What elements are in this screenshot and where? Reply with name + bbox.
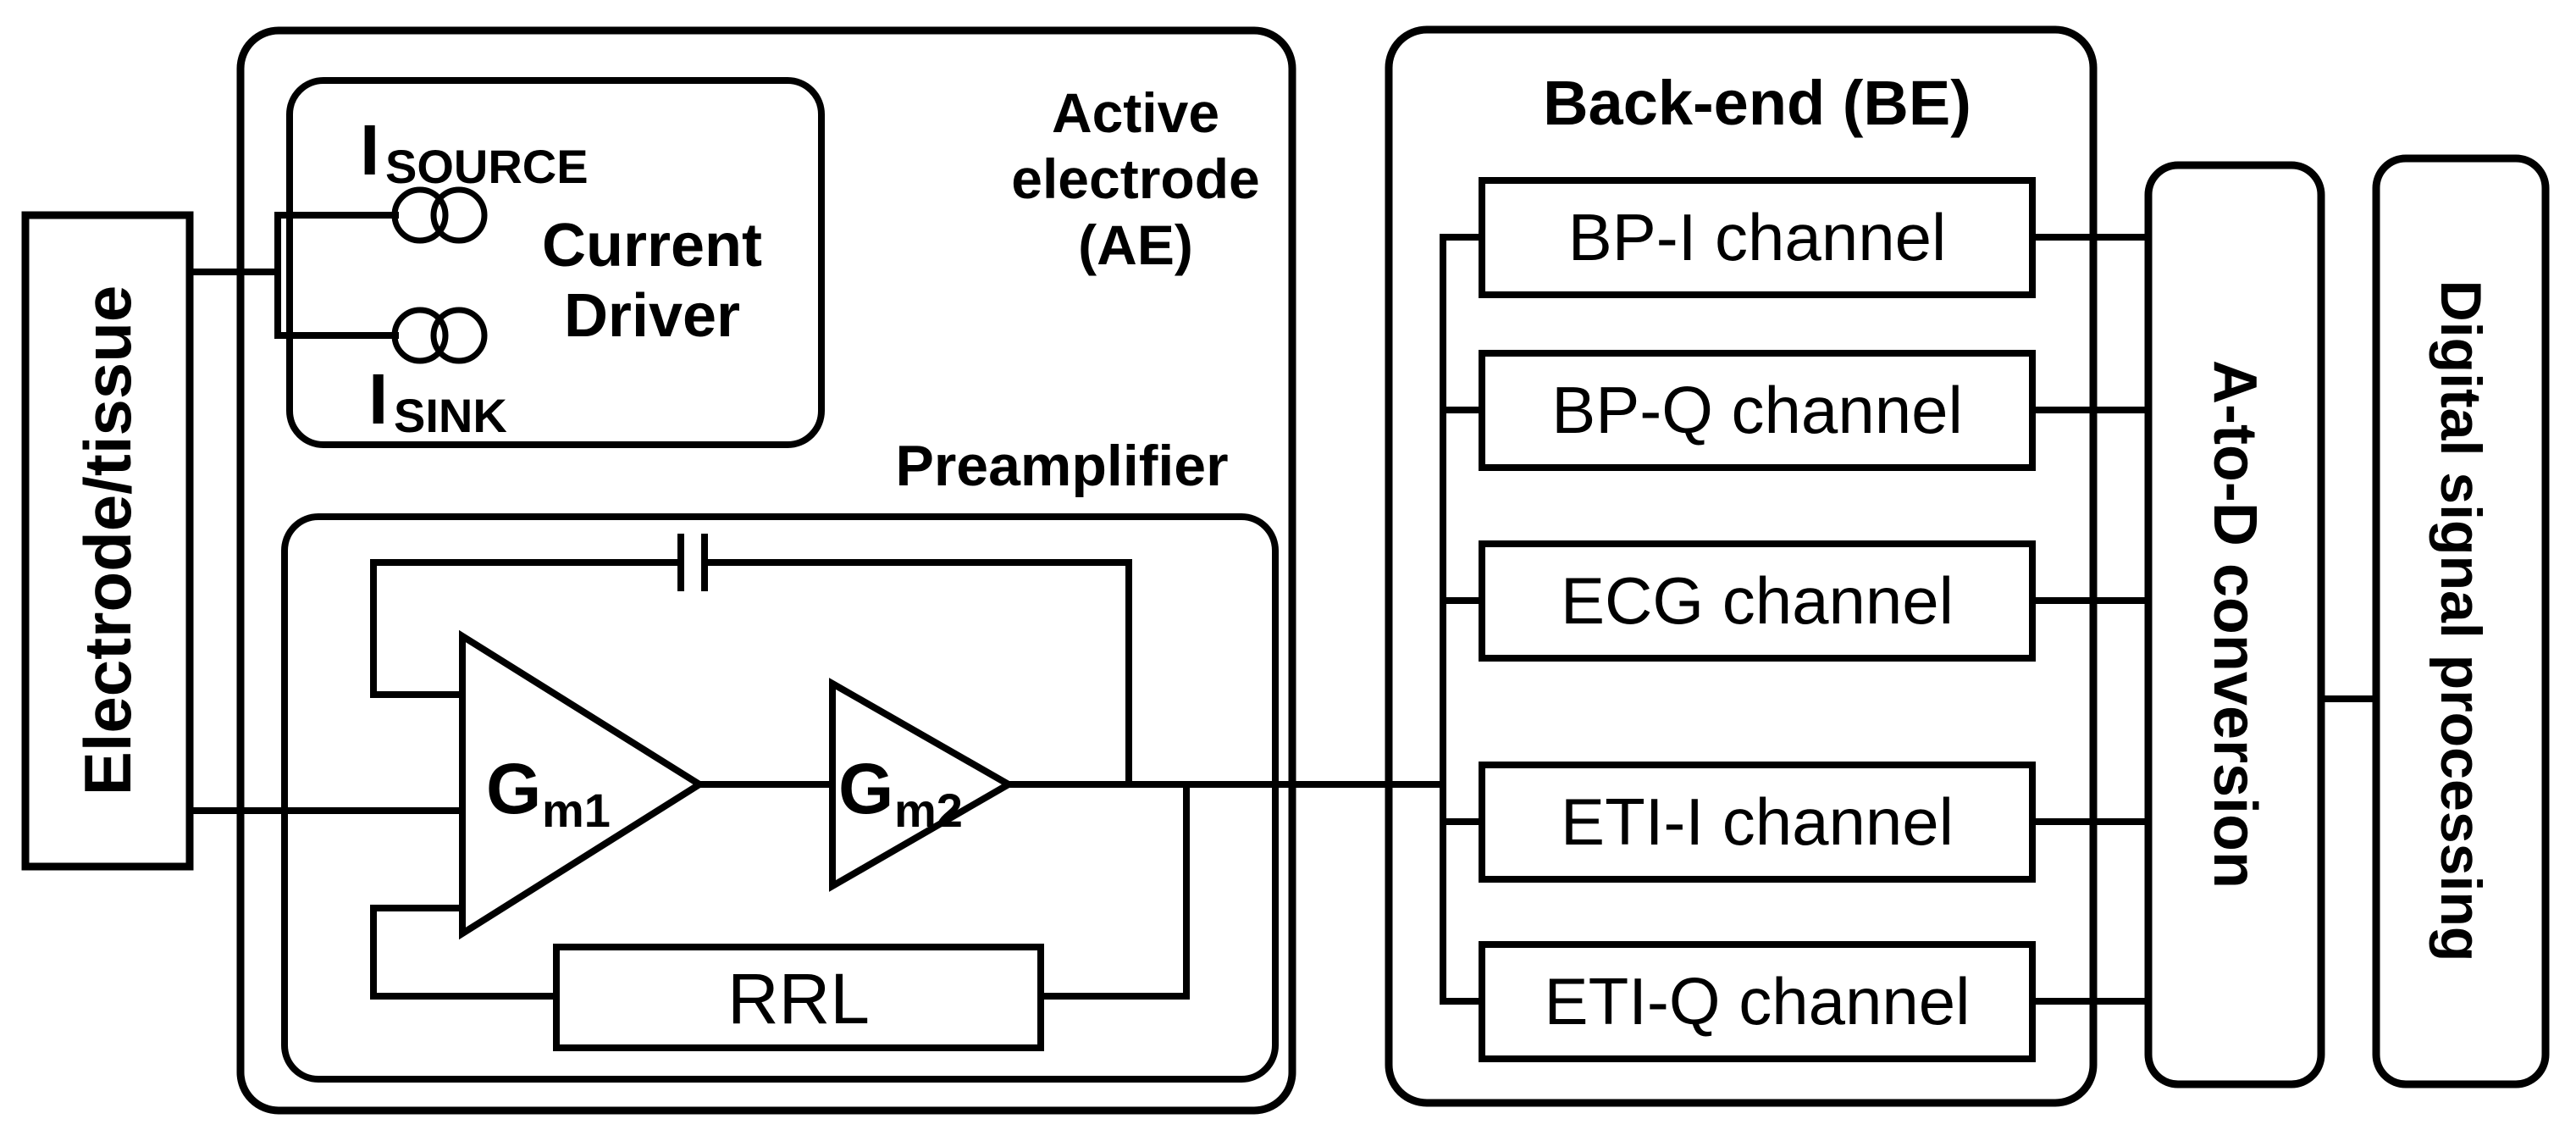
gm1-amplifier-icon bbox=[459, 629, 706, 940]
current-sink-icon bbox=[391, 307, 449, 364]
dsp-box bbox=[2372, 154, 2550, 1088]
back-end-title: Back-end (BE) bbox=[1543, 68, 1971, 138]
current-driver-title-line2: Driver bbox=[564, 282, 740, 350]
current-source-icon bbox=[391, 186, 449, 244]
current-source-icon bbox=[430, 186, 488, 244]
isink-subscript: SINK bbox=[394, 389, 507, 442]
active-electrode-title-line2: electrode bbox=[1011, 147, 1259, 210]
channel-box-bp-i bbox=[1479, 177, 2036, 298]
current-driver-title-line1: Current bbox=[542, 212, 762, 280]
channel-label-bp-q: BP-Q channel bbox=[1551, 373, 1963, 447]
gm1-subscript: m1 bbox=[542, 784, 611, 837]
rrl-label: RRL bbox=[727, 959, 870, 1039]
preamplifier-label: Preamplifier bbox=[895, 434, 1228, 498]
gm2-subscript: m2 bbox=[894, 784, 963, 837]
isource-symbol: I bbox=[360, 110, 379, 190]
channel-box-eti-q bbox=[1479, 941, 2036, 1062]
adc-box bbox=[2144, 161, 2325, 1088]
rrl-box bbox=[553, 944, 1044, 1051]
channel-label-eti-q: ETI-Q channel bbox=[1545, 964, 1971, 1039]
adc-label: A-to-D conversion bbox=[2201, 360, 2269, 889]
channel-box-ecg bbox=[1479, 540, 2036, 662]
channel-label-ecg: ECG channel bbox=[1561, 563, 1954, 638]
gm2-symbol: G bbox=[838, 749, 893, 828]
gm2-amplifier-icon bbox=[829, 678, 1016, 892]
active-electrode-title-line1: Active bbox=[1052, 81, 1219, 144]
dsp-label: Digital signal processing bbox=[2429, 280, 2493, 962]
current-sink-icon bbox=[430, 307, 488, 364]
isource-subscript: SOURCE bbox=[385, 140, 589, 193]
channel-box-eti-i bbox=[1479, 762, 2036, 883]
channel-label-bp-i: BP-I channel bbox=[1568, 200, 1947, 274]
active-electrode-title-line3: (AE) bbox=[1078, 213, 1193, 276]
gm1-symbol: G bbox=[486, 749, 541, 828]
electrode-tissue-box bbox=[21, 211, 194, 871]
isink-symbol: I bbox=[368, 359, 388, 439]
electrode-tissue-label: Electrode/tissue bbox=[70, 285, 145, 796]
channel-box-bp-q bbox=[1479, 350, 2036, 471]
channel-label-eti-i: ETI-I channel bbox=[1561, 784, 1954, 859]
preamplifier-box bbox=[281, 513, 1279, 1083]
current-driver-box bbox=[286, 77, 825, 448]
